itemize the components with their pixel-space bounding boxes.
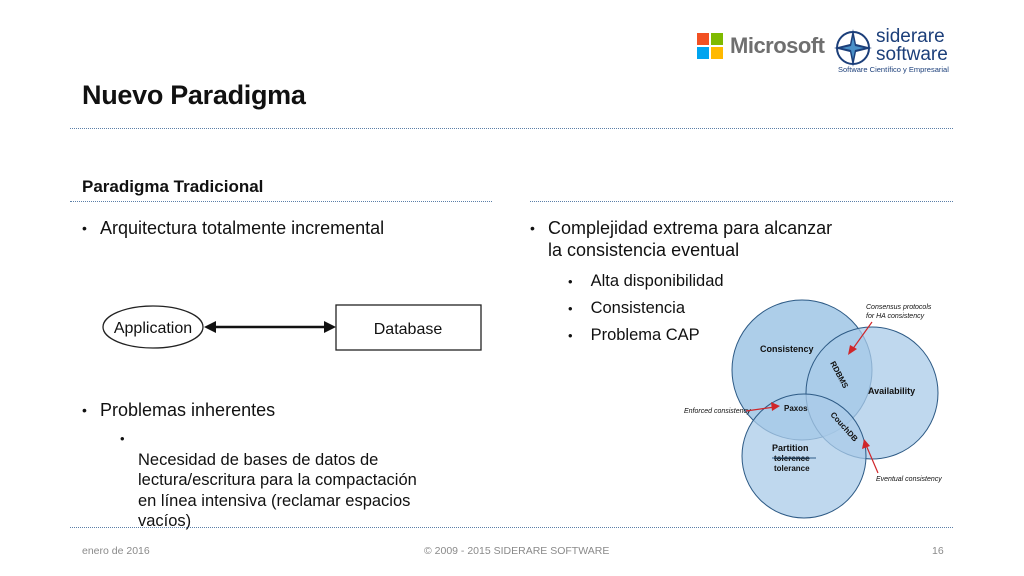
- bullet-item: • Arquitectura totalmente incremental: [82, 218, 385, 238]
- footer-copyright: © 2009 - 2015 SIDERARE SOFTWARE: [424, 545, 610, 557]
- footer-date: enero de 2016: [82, 545, 150, 557]
- sub-bullet-item: •Problema CAP: [568, 326, 700, 344]
- partition-circle: [741, 393, 867, 519]
- cap-venn-diagram: Consistency Availability Partition toler…: [684, 299, 942, 519]
- page-number: 16: [932, 545, 944, 557]
- enforced-arrow: [745, 406, 776, 412]
- partition-label: Partition: [772, 443, 809, 453]
- sub-bullet-item: •Consistencia: [568, 299, 686, 317]
- footer-divider: [70, 527, 953, 528]
- consistency-label: Consistency: [760, 344, 814, 354]
- consensus-arrow: [851, 321, 873, 351]
- bullet-item: • Complejidad extrema para alcanzar la c…: [530, 218, 833, 260]
- sub-bullet-item: •Alta disponibilidad: [568, 272, 724, 290]
- eventual-arrow: [865, 444, 879, 474]
- title-divider: [70, 128, 953, 129]
- sub-bullet-item: • Necesidad de bases de datos de lectura…: [120, 431, 417, 530]
- application-node: [102, 305, 204, 349]
- consensus-annotation-line2: for HA consistency: [866, 313, 925, 320]
- siderare-logo-text: siderare software: [876, 26, 948, 65]
- siderare-tagline: Software Científico y Empresarial: [838, 65, 949, 74]
- partition-tolerance-label: tolerance: [774, 464, 810, 473]
- left-divider: [70, 201, 492, 202]
- consensus-annotation: Consensus protocols: [866, 304, 932, 311]
- siderare-star-icon: [834, 29, 872, 67]
- enforced-annotation: Enforced consistency: [684, 408, 751, 415]
- availability-label: Availability: [868, 386, 915, 396]
- database-label: Database: [374, 321, 443, 338]
- bullet-item: • Problemas inherentes: [82, 400, 276, 420]
- application-label: Application: [114, 320, 192, 337]
- architecture-diagram: Application Database: [102, 304, 482, 351]
- database-node: [335, 304, 482, 351]
- section-subtitle: Paradigma Tradicional: [82, 177, 264, 196]
- paxos-label: Paxos: [784, 404, 808, 413]
- page-title: Nuevo Paradigma: [82, 80, 306, 110]
- microsoft-logo-text: Microsoft: [730, 33, 825, 58]
- right-divider: [530, 201, 953, 202]
- microsoft-logo-icon: [697, 33, 723, 59]
- eventual-annotation: Eventual consistency: [876, 476, 942, 483]
